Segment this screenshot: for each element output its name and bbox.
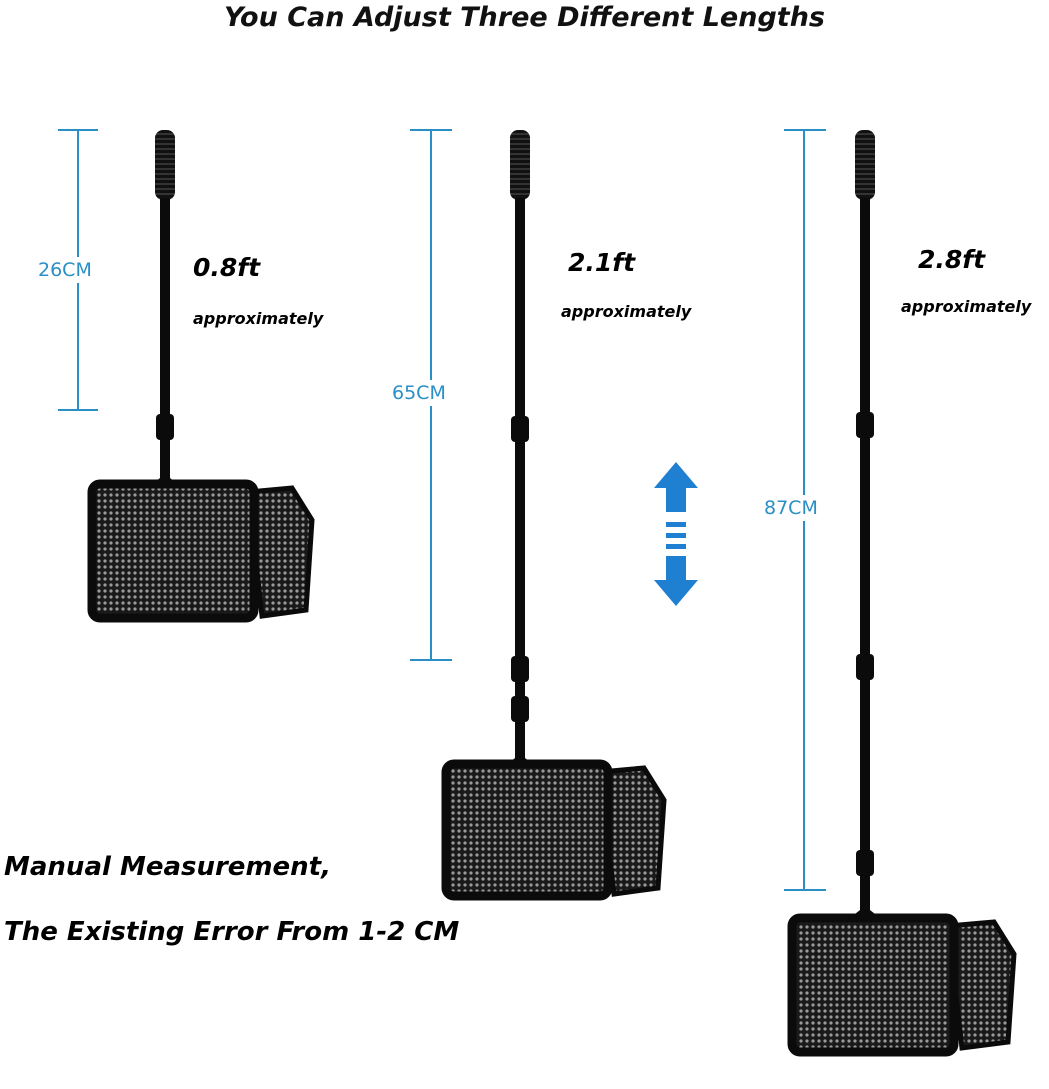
length-ft-label-medium: 2.1ft <box>568 248 636 277</box>
fish-net-short <box>87 130 315 623</box>
double-arrow-icon <box>654 462 698 606</box>
approximately-label-long: approximately <box>901 297 1032 316</box>
length-cm-label-medium: 65CM <box>392 380 446 406</box>
measurement-note-line1: Manual Measurement, <box>4 852 331 882</box>
length-cm-label-short: 26CM <box>38 257 92 283</box>
fish-net-medium <box>441 130 667 901</box>
length-ft-label-short: 0.8ft <box>193 253 261 282</box>
fish-net-long <box>787 130 1017 1057</box>
approximately-label-short: approximately <box>193 309 324 328</box>
approximately-label-medium: approximately <box>561 302 692 321</box>
length-ft-label-long: 2.8ft <box>918 245 986 274</box>
length-cm-label-long: 87CM <box>764 495 818 521</box>
page-title: You Can Adjust Three Different Lengths <box>223 2 825 33</box>
measurement-note-line2: The Existing Error From 1-2 CM <box>4 917 460 947</box>
